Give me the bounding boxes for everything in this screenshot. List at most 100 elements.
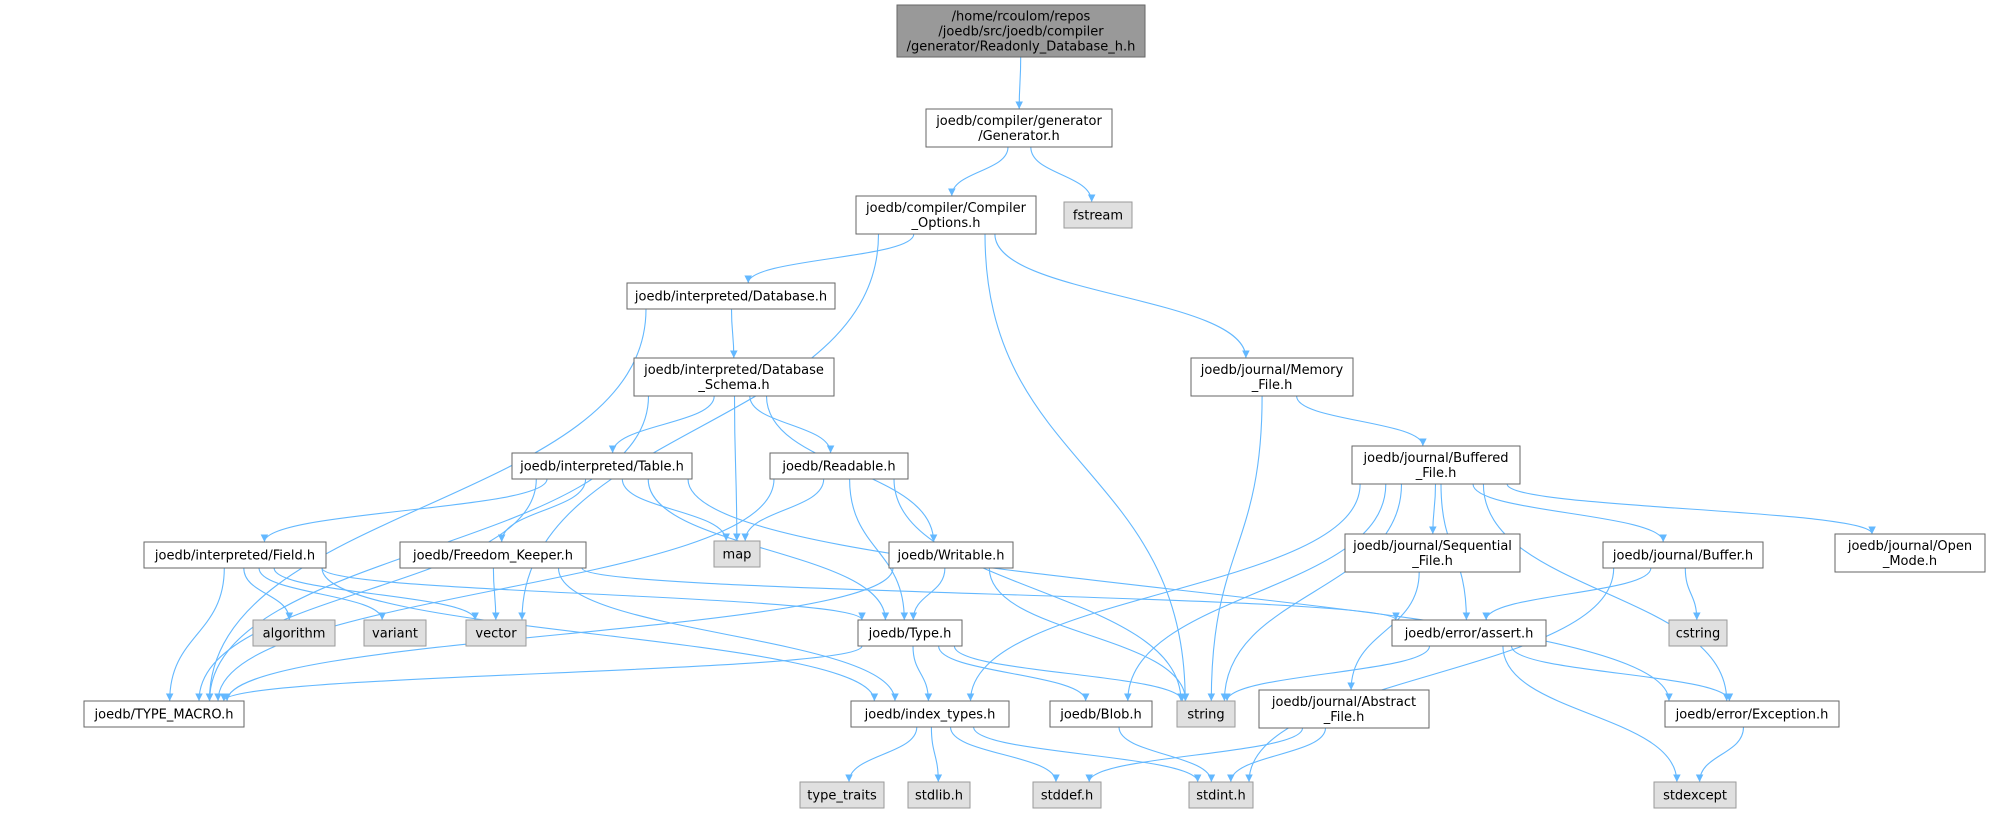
node-freedom_keeper[interactable]: joedb/Freedom_Keeper.h — [399, 541, 587, 569]
node-label-stdlib: stdlib.h — [915, 789, 963, 804]
node-box-abstract_file — [1258, 689, 1430, 729]
edge-buffered_file-to-blob — [1123, 483, 1387, 702]
edge-interp_field-to-variant — [258, 567, 387, 621]
edge-buffered_file-to-open_mode — [1506, 483, 1876, 535]
edge-memory_file-to-buffered_file — [1296, 395, 1427, 447]
node-label-compiler_options: _Options.h — [910, 216, 980, 231]
node-label-database_schema: _Schema.h — [697, 378, 769, 393]
node-compiler_options[interactable]: joedb/compiler/Compiler_Options.h — [855, 195, 1037, 235]
node-type_macro[interactable]: joedb/TYPE_MACRO.h — [83, 700, 245, 728]
edge-database_schema-to-map — [732, 395, 741, 542]
node-readable[interactable]: joedb/Readable.h — [769, 452, 909, 480]
node-box-map — [713, 540, 761, 568]
edge-freedom_keeper-to-assert — [581, 567, 1400, 621]
node-exception[interactable]: joedb/error/Exception.h — [1664, 700, 1840, 728]
edge-interp_table-to-exception — [687, 478, 1673, 702]
node-box-readable — [769, 452, 909, 480]
edge-interp_database-to-database_schema — [729, 308, 738, 359]
node-label-writable: joedb/Writable.h — [897, 549, 1005, 564]
node-assert[interactable]: joedb/error/assert.h — [1391, 619, 1547, 647]
node-stdint: stdint.h — [1188, 781, 1254, 809]
node-box-type_macro — [83, 700, 245, 728]
node-label-abstract_file: joedb/journal/Abstract — [1271, 695, 1416, 710]
edge-freedom_keeper-to-index_types — [557, 567, 899, 702]
node-label-memory_file: _File.h — [1251, 378, 1293, 393]
node-label-interp_table: joedb/interpreted/Table.h — [519, 460, 684, 475]
node-box-interp_table — [511, 452, 693, 480]
edges-layer — [165, 56, 1876, 783]
node-label-interp_database: joedb/interpreted/Database.h — [634, 290, 827, 305]
node-box-algorithm — [252, 619, 336, 647]
node-interp_table[interactable]: joedb/interpreted/Table.h — [511, 452, 693, 480]
node-box-stdexcept — [1653, 781, 1737, 809]
node-label-buffer: joedb/journal/Buffer.h — [1612, 549, 1753, 564]
node-open_mode[interactable]: joedb/journal/Open_Mode.h — [1834, 533, 1986, 573]
edge-interp_field-to-vector — [273, 567, 479, 621]
edge-database_schema-to-readable — [749, 395, 835, 454]
edge-interp_table-to-freedom_keeper — [497, 478, 587, 543]
node-index_types[interactable]: joedb/index_types.h — [850, 700, 1010, 728]
node-label-fstream: fstream — [1073, 209, 1123, 224]
edge-abstract_file-to-stddef — [1085, 727, 1304, 783]
node-label-readonly: /generator/Readonly_Database_h.h — [907, 40, 1136, 55]
edge-buffer-to-cstring — [1684, 567, 1701, 621]
node-type_traits: type_traits — [799, 781, 885, 809]
node-box-index_types — [850, 700, 1010, 728]
node-database_schema[interactable]: joedb/interpreted/Database_Schema.h — [633, 357, 835, 397]
edge-buffered_file-to-string — [1220, 483, 1403, 702]
node-box-stdint — [1188, 781, 1254, 809]
node-box-stddef — [1032, 781, 1102, 809]
node-label-type_macro: joedb/TYPE_MACRO.h — [94, 708, 234, 723]
edge-interp_field-to-index_types — [321, 567, 879, 702]
node-label-compiler_options: joedb/compiler/Compiler — [865, 201, 1027, 216]
node-box-database_schema — [633, 357, 835, 397]
node-stdlib: stdlib.h — [907, 781, 971, 809]
node-box-fstream — [1063, 201, 1133, 229]
node-blob[interactable]: joedb/Blob.h — [1049, 700, 1153, 728]
edge-buffered_file-to-exception — [1482, 483, 1731, 702]
node-label-exception: joedb/error/Exception.h — [1675, 708, 1829, 723]
node-buffer[interactable]: joedb/journal/Buffer.h — [1602, 541, 1764, 569]
edge-readable-to-type — [849, 478, 909, 621]
node-algorithm: algorithm — [252, 619, 336, 647]
node-box-vector — [465, 619, 527, 647]
edge-buffer-to-assert — [1482, 567, 1652, 621]
node-label-sequential_file: joedb/journal/Sequential — [1352, 539, 1512, 554]
node-label-stdexcept: stdexcept — [1663, 789, 1727, 804]
edge-database_schema-to-interp_table — [608, 395, 715, 454]
node-generator[interactable]: joedb/compiler/generator/Generator.h — [925, 108, 1113, 148]
node-readonly[interactable]: /home/rcoulom/repos/joedb/src/joedb/comp… — [896, 4, 1146, 58]
node-sequential_file[interactable]: joedb/journal/Sequential_File.h — [1344, 533, 1521, 573]
node-box-type — [857, 619, 963, 647]
node-abstract_file[interactable]: joedb/journal/Abstract_File.h — [1258, 689, 1430, 729]
node-label-index_types: joedb/index_types.h — [864, 708, 996, 723]
edge-type-to-index_types — [912, 645, 933, 702]
node-label-variant: variant — [372, 627, 418, 642]
edge-interp_database-to-type_macro — [205, 308, 647, 702]
node-buffered_file[interactable]: joedb/journal/Buffered_File.h — [1351, 445, 1521, 485]
edge-type-to-blob — [938, 645, 1090, 702]
node-memory_file[interactable]: joedb/journal/Memory_File.h — [1190, 357, 1354, 397]
node-box-type_traits — [799, 781, 885, 809]
node-label-readonly: /home/rcoulom/repos — [952, 10, 1091, 25]
edge-type-to-type_macro — [220, 645, 863, 702]
node-label-blob: joedb/Blob.h — [1059, 708, 1142, 723]
node-stdexcept: stdexcept — [1653, 781, 1737, 809]
node-string: string — [1176, 700, 1236, 728]
node-label-freedom_keeper: joedb/Freedom_Keeper.h — [412, 549, 573, 564]
node-label-type_traits: type_traits — [807, 789, 877, 804]
node-interp_database[interactable]: joedb/interpreted/Database.h — [626, 282, 836, 310]
node-label-interp_field: joedb/interpreted/Field.h — [154, 549, 315, 564]
node-type[interactable]: joedb/Type.h — [857, 619, 963, 647]
edge-freedom_keeper-to-vector — [491, 567, 500, 621]
edge-compiler_options-to-interp_database — [744, 233, 915, 284]
node-box-assert — [1391, 619, 1547, 647]
node-interp_field[interactable]: joedb/interpreted/Field.h — [143, 541, 327, 569]
node-writable[interactable]: joedb/Writable.h — [888, 541, 1014, 569]
node-label-database_schema: joedb/interpreted/Database — [643, 363, 824, 378]
edge-type-to-string — [953, 645, 1187, 702]
node-label-buffered_file: joedb/journal/Buffered — [1363, 451, 1509, 466]
edge-readable-to-string — [893, 478, 1185, 702]
node-box-interp_database — [626, 282, 836, 310]
